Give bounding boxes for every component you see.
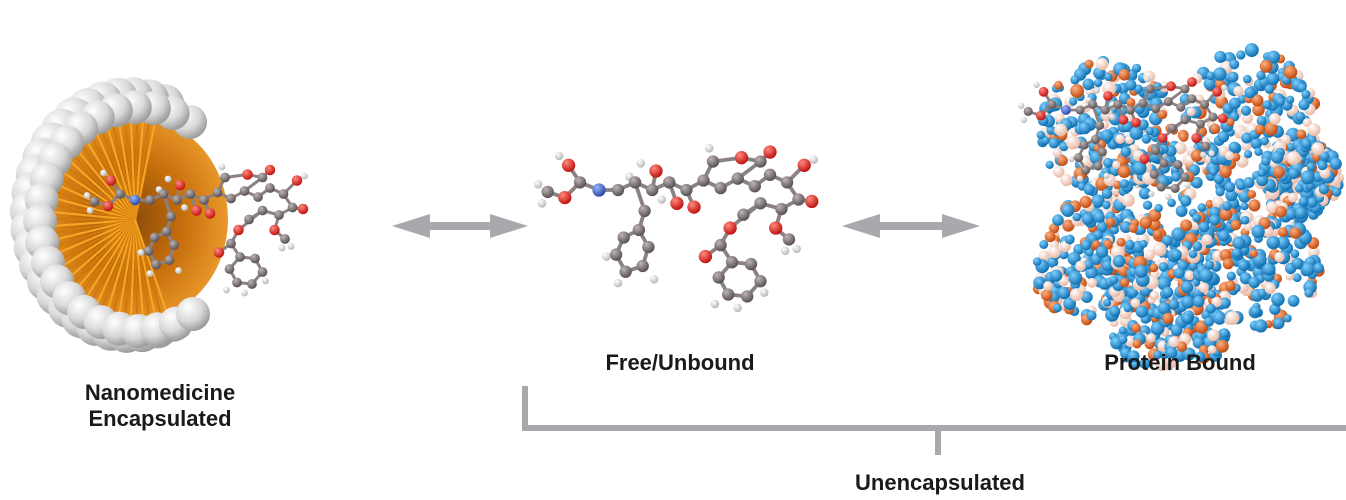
label-unencapsulated: Unencapsulated [855,470,1025,495]
protein-icon [1032,43,1345,372]
double-arrow-icon [392,214,528,238]
label-free-unbound: Free/Unbound [605,350,755,375]
molecule-icon [533,143,819,313]
label-nano-line2: Encapsulated [88,406,232,431]
label-protein-bound: Protein Bound [1104,350,1256,375]
micelle-icon [9,77,228,353]
label-nanomedicine-encapsulated: Nanomedicine Encapsulated [40,380,280,432]
unencapsulated-bracket [522,386,1346,455]
molecule-icon [83,163,309,297]
molecule-icon [1018,76,1228,200]
double-arrow-icon [842,214,980,238]
label-nano-line1: Nanomedicine [84,380,236,405]
